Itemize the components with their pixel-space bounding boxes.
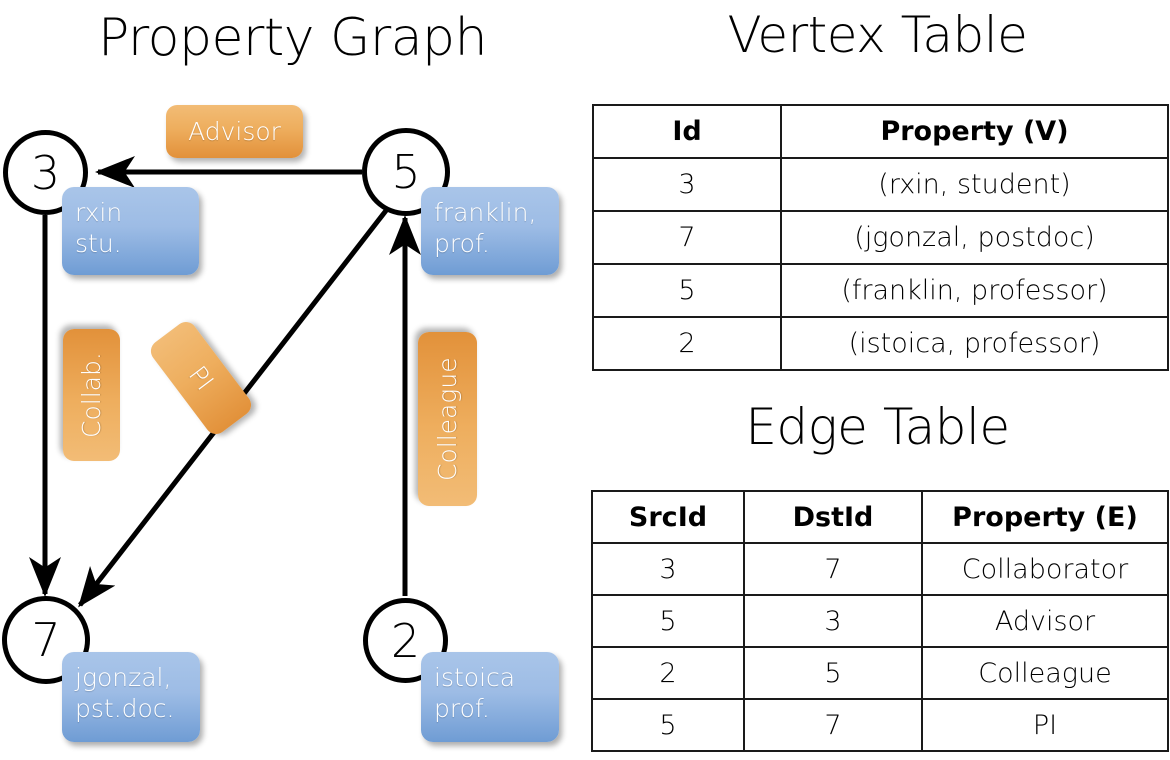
node-property-istoica-line2: prof. xyxy=(434,694,490,724)
table-row[interactable]: 2 5 Colleague xyxy=(591,646,1169,700)
edge-table-header-property: Property (E) xyxy=(921,490,1169,544)
vertex-row-2-property: (franklin, professor) xyxy=(780,263,1169,318)
property-graph-diagram: 3 5 7 2 rxin stu. franklin, prof. jgonza… xyxy=(2,105,559,742)
graph-node-7-label: 7 xyxy=(31,613,61,667)
table-row[interactable]: 5 7 PI xyxy=(591,698,1169,752)
node-property-rxin-line2: stu. xyxy=(75,229,122,259)
edge-row-0-dst: 7 xyxy=(743,542,923,596)
vertex-row-0-property: (rxin, student) xyxy=(780,157,1169,212)
edge-label-advisor[interactable]: Advisor xyxy=(166,105,303,158)
vertex-table-header-id: Id xyxy=(592,104,782,159)
node-property-rxin-line1: rxin xyxy=(75,198,123,227)
page-title-vertex-table: Vertex Table xyxy=(727,6,1028,64)
node-property-box-istoica[interactable]: istoica prof. xyxy=(421,652,559,742)
edge-row-3-property: PI xyxy=(921,698,1169,752)
node-property-box-franklin[interactable]: franklin, prof. xyxy=(421,187,559,275)
node-property-istoica-line1: istoica xyxy=(434,663,516,692)
edge-row-2-property: Colleague xyxy=(921,646,1169,700)
vertex-table: Id Property (V) 3 (rxin, student) 7 (jgo… xyxy=(592,104,1169,371)
vertex-table-header-row: Id Property (V) xyxy=(592,104,1169,159)
node-property-box-rxin[interactable]: rxin stu. xyxy=(62,187,199,275)
edge-row-2-src: 2 xyxy=(591,646,745,700)
vertex-row-3-id: 2 xyxy=(592,316,782,371)
vertex-row-2-id: 5 xyxy=(592,263,782,318)
edge-table: SrcId DstId Property (E) 3 7 Collaborato… xyxy=(591,490,1169,752)
vertex-row-1-property: (jgonzal, postdoc) xyxy=(780,210,1169,265)
graph-node-3-label: 3 xyxy=(30,145,61,200)
edge-row-2-dst: 5 xyxy=(743,646,923,700)
table-row[interactable]: 3 7 Collaborator xyxy=(591,542,1169,596)
vertex-row-3-property: (istoica, professor) xyxy=(780,316,1169,371)
graph-node-5[interactable]: 5 xyxy=(362,128,450,216)
edge-row-3-src: 5 xyxy=(591,698,745,752)
node-property-jgonzal-line2: pst.doc. xyxy=(75,694,175,724)
edge-table-header-srcid: SrcId xyxy=(591,490,745,544)
edge-row-0-property: Collaborator xyxy=(921,542,1169,596)
node-property-franklin-line1: franklin, xyxy=(434,198,537,227)
edge-row-0-src: 3 xyxy=(591,542,745,596)
page-title-property-graph: Property Graph xyxy=(97,8,488,68)
edge-row-3-dst: 7 xyxy=(743,698,923,752)
table-row[interactable]: 3 (rxin, student) xyxy=(592,157,1169,212)
node-property-jgonzal-line1: jgonzal, xyxy=(75,663,172,692)
edge-table-header-dstid: DstId xyxy=(743,490,923,544)
table-row[interactable]: 7 (jgonzal, postdoc) xyxy=(592,210,1169,265)
graph-node-2[interactable]: 2 xyxy=(363,598,448,683)
edge-label-colleague[interactable]: Colleague xyxy=(418,332,477,506)
graph-node-2-label: 2 xyxy=(390,613,421,668)
edge-row-1-src: 5 xyxy=(591,594,745,648)
vertex-row-0-id: 3 xyxy=(592,157,782,212)
vertex-table-header-property: Property (V) xyxy=(780,104,1169,159)
table-row[interactable]: 5 3 Advisor xyxy=(591,594,1169,648)
edge-label-collab[interactable]: Collab. xyxy=(63,329,120,461)
edge-row-1-dst: 3 xyxy=(743,594,923,648)
vertex-row-1-id: 7 xyxy=(592,210,782,265)
graph-node-5-label: 5 xyxy=(391,145,421,199)
node-property-franklin-line2: prof. xyxy=(434,229,490,259)
table-row[interactable]: 2 (istoica, professor) xyxy=(592,316,1169,371)
edge-row-1-property: Advisor xyxy=(921,594,1169,648)
edge-table-header-row: SrcId DstId Property (E) xyxy=(591,490,1169,544)
page-title-edge-table: Edge Table xyxy=(745,398,1010,456)
table-row[interactable]: 5 (franklin, professor) xyxy=(592,263,1169,318)
node-property-box-jgonzal[interactable]: jgonzal, pst.doc. xyxy=(62,652,200,742)
